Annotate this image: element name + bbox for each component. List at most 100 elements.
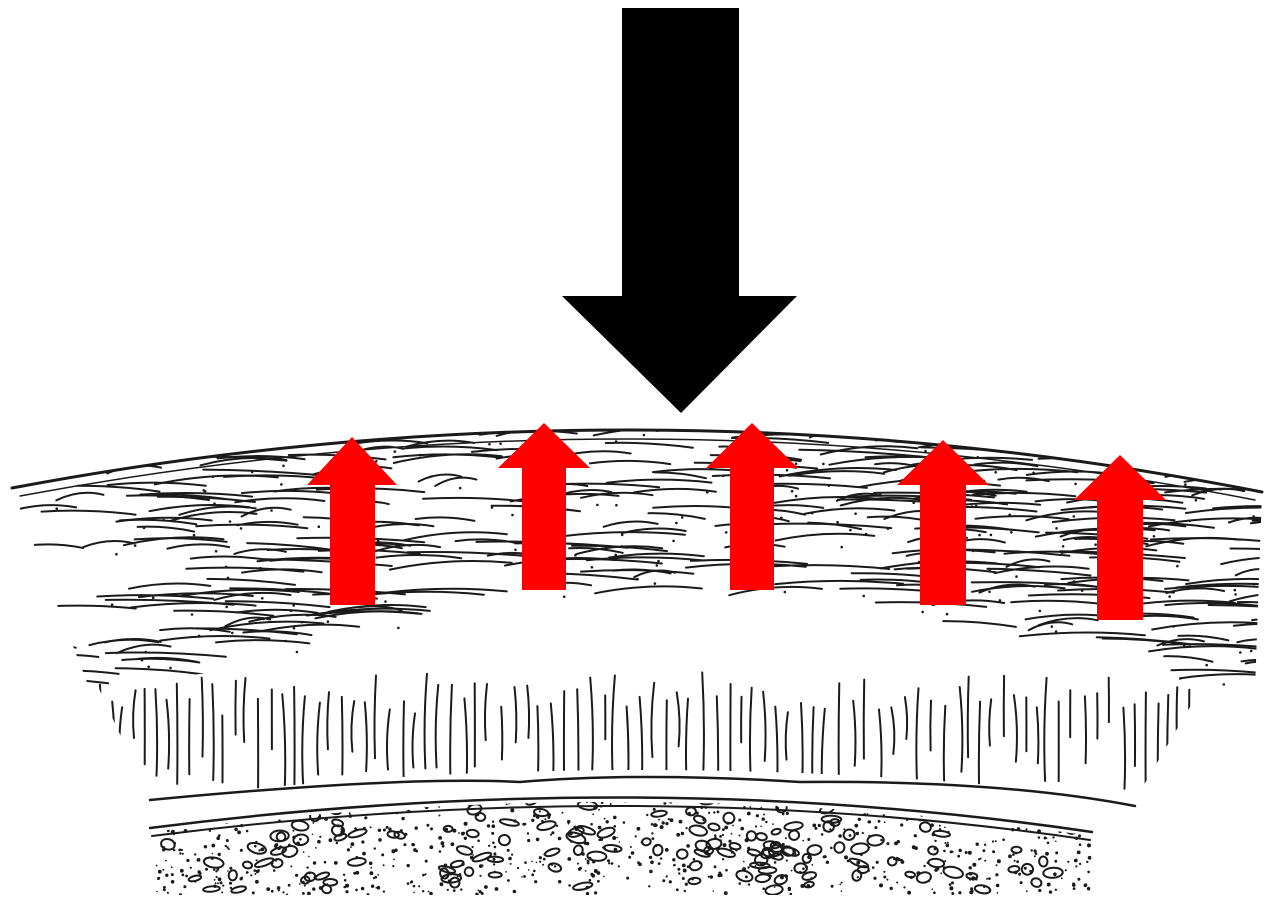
bone-speck [558,794,560,796]
bone-speck [896,882,898,884]
bone-speck [678,872,680,874]
bone-speck [765,821,767,823]
bone-speck [671,795,673,797]
bone-speck [937,795,940,798]
bone-speck [214,879,216,881]
bone-speck [774,861,777,864]
chondrocyte-dot [327,620,330,623]
radial-fiber [763,692,765,761]
bone-speck [597,880,600,883]
chondrocyte-dot [384,600,387,603]
bone-speck [682,877,685,880]
radial-fiber [485,684,487,740]
bone-speck [876,861,879,864]
chondrocyte-dot [533,415,536,418]
bone-speck [862,832,864,834]
bone-lacuna [765,884,783,895]
bone-speck [866,813,868,815]
chondrocyte-dot [1205,664,1208,667]
bone-speck [786,859,788,861]
bone-speck [487,824,490,827]
bone-speck [839,884,841,886]
radial-fiber-zone [100,672,1189,813]
chondrocyte-dot [282,465,285,468]
chondrocyte-dot [499,443,502,446]
bone-speck [558,837,562,841]
collagen-fiber [263,625,360,631]
bone-speck [367,893,370,896]
bone-lacuna [228,870,237,881]
bone-speck [344,879,347,882]
collagen-fiber [234,549,286,554]
bone-speck [377,886,381,890]
bone-speck [1020,881,1023,884]
bone-speck [857,876,859,878]
bone-speck [254,873,256,875]
bone-speck [604,818,606,820]
bone-lacuna [347,857,366,867]
bone-speck [651,832,653,834]
bone-speck [886,879,888,881]
radial-fiber [1014,695,1017,762]
bone-lacuna [699,795,717,806]
bone-speck [1008,854,1012,858]
chondrocyte-dot [795,495,798,498]
bone-speck [542,864,544,866]
bone-speck [324,817,328,821]
bone-speck [719,835,722,838]
chondrocyte-dot [291,438,294,441]
chondrocyte-dot [849,529,852,532]
chondrocyte-dot [134,544,137,547]
bone-speck [329,793,332,796]
bone-speck [665,822,668,825]
bone-speck [370,867,372,869]
collagen-fiber [632,407,741,413]
bone-speck [157,877,160,880]
bone-speck [156,891,158,893]
bone-speck [1076,821,1078,823]
bone-speck [411,881,413,883]
bone-speck [180,869,184,873]
bone-speck [1088,823,1090,825]
bone-speck [978,858,980,860]
bone-speck [177,808,179,810]
bone-speck [393,859,395,861]
bone-speck [493,863,495,865]
bone-speck [350,846,352,848]
bone-speck [1079,863,1081,865]
chondrocyte-dot [318,525,321,528]
bone-speck [451,842,455,846]
bone-speck [1055,889,1057,891]
collagen-fiber [129,583,210,588]
collagen-fiber [405,447,497,451]
bone-speck [225,845,227,847]
bone-speck [838,834,842,838]
collagen-fiber [216,640,309,643]
chondrocyte-dot [1234,593,1237,596]
chondrocyte-dot [845,413,848,416]
bone-speck [255,880,259,884]
radial-fiber [1085,696,1086,763]
bone-speck [527,832,529,834]
collagen-fiber [768,524,891,528]
bone-speck [884,821,886,823]
radial-fiber [436,685,439,768]
tidemark-line [150,777,1135,806]
bone-speck [491,832,494,835]
bone-speck [194,809,196,811]
bone-speck [994,816,996,818]
bone-speck [240,805,242,807]
collagen-fiber [976,516,1069,519]
bone-lacuna [499,835,511,846]
bone-speck [788,887,791,890]
bone-speck [1006,815,1010,819]
bone-lacuna [1039,856,1048,866]
bone-speck [458,832,460,834]
bone-lacuna [450,860,464,869]
bone-speck [179,852,181,854]
chondrocyte-dot [259,567,262,570]
bone-speck [425,805,429,809]
bone-speck [682,864,686,868]
collagen-fiber [873,434,984,438]
bone-speck [850,807,854,811]
